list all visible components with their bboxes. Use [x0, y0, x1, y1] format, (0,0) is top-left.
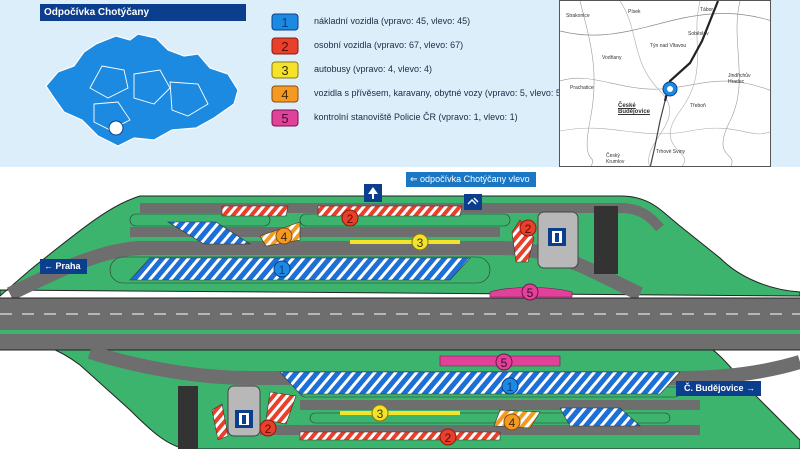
town-trhove: Trhové Sviny	[656, 149, 685, 155]
czech-republic-map	[45, 33, 239, 147]
badge-2-north-b: 2	[519, 219, 537, 237]
bus-parking-south	[340, 411, 460, 415]
legend-badge-5: 5	[271, 109, 299, 127]
legend-text-buses: autobusy (vpravo: 4, vlevo: 4)	[314, 64, 433, 74]
badge-4-south: 4	[503, 413, 521, 431]
car-parking-north-a	[221, 205, 289, 217]
town-sobeslav: Soběslav	[688, 31, 709, 37]
legend-text-cars: osobní vozidla (vpravo: 67, vlevo: 67)	[314, 40, 464, 50]
town-prachatice: Prachatice	[570, 85, 594, 91]
svg-text:4: 4	[281, 87, 288, 102]
legend-text-police: kontrolní stanoviště Policie ČR (vpravo:…	[314, 112, 518, 122]
arrow-left-icon: ←	[44, 261, 56, 271]
regional-roads	[560, 1, 770, 166]
car-parking-south-a	[265, 391, 297, 425]
svg-text:2: 2	[445, 431, 452, 445]
town-pisek: Písek	[628, 9, 641, 15]
sign-budejovice: Č. Budějovice →	[676, 381, 762, 396]
south-access-road	[87, 345, 800, 385]
svg-text:5: 5	[281, 111, 288, 126]
svg-text:5: 5	[501, 356, 508, 370]
car-parking-north-b	[317, 205, 463, 217]
town-vodnany: Vodňany	[602, 55, 622, 61]
sign-praha: ← Praha	[40, 259, 87, 274]
badge-2-south: 2	[259, 419, 277, 437]
town-tyn: Týn nad Vltavou	[650, 43, 687, 49]
town-krumlov: Český Krumlov	[606, 153, 625, 165]
page-title: Odpočívka Chotýčany	[40, 4, 246, 21]
town-trebon: Třeboň	[690, 103, 706, 109]
regional-map-inset: Strakonice Písek Tábor Soběslav Vodňany …	[559, 0, 771, 167]
badge-3-south: 3	[371, 404, 389, 422]
legend-badge-3: 3	[271, 61, 299, 79]
car-parking-south-b	[299, 431, 501, 441]
badge-1-south: 1	[501, 377, 519, 395]
legend-text-trucks: nákladní vozidla (vpravo: 45, vlevo: 45)	[314, 16, 471, 26]
truck-parking-south-b	[559, 407, 641, 427]
arrow-right-icon: →	[743, 383, 756, 393]
truck-parking-north-b	[129, 257, 471, 281]
legend-badge-1: 1	[271, 13, 299, 31]
badge-3-north: 3	[411, 233, 429, 251]
truck-parking-north-a	[166, 221, 252, 245]
badge-5-south: 5	[495, 353, 513, 371]
svg-text:2: 2	[525, 222, 532, 236]
badge-4-north: 4	[275, 227, 293, 245]
svg-text:4: 4	[509, 416, 516, 430]
svg-text:3: 3	[377, 407, 384, 421]
svg-text:5: 5	[527, 286, 534, 300]
bus-parking-north	[350, 240, 460, 244]
legend-badge-4: 4	[271, 85, 299, 103]
badge-2-north: 2	[341, 209, 359, 227]
town-budejovice: České Budějovice	[618, 103, 651, 115]
truck-parking-south-a	[279, 371, 681, 395]
location-marker	[108, 120, 124, 136]
badge-1-north: 1	[273, 260, 291, 278]
svg-text:1: 1	[281, 15, 288, 30]
svg-text:2: 2	[265, 422, 272, 436]
sign-left-rest-area: ⇐ odpočívka Chotýčany vlevo	[406, 172, 536, 187]
restroom-icon	[464, 194, 482, 210]
town-strakonice: Strakonice	[566, 13, 590, 19]
highway-northbound	[0, 298, 800, 332]
arrow-left-icon: ⇐	[410, 174, 421, 184]
legend-badge-2: 2	[271, 37, 299, 55]
highway-median	[0, 330, 800, 334]
highway-southbound	[0, 334, 800, 350]
svg-text:1: 1	[279, 263, 286, 277]
badge-5-north: 5	[521, 283, 539, 301]
svg-text:2: 2	[281, 39, 288, 54]
car-parking-south-c	[211, 403, 229, 441]
svg-text:3: 3	[281, 63, 288, 78]
town-jindrichuv: Jindřichův Hradec	[728, 73, 751, 85]
town-tabor: Tábor	[700, 7, 714, 13]
badge-2-south-b: 2	[439, 428, 457, 446]
legend-text-caravans: vozidla s přívěsem, karavany, obytné voz…	[314, 88, 564, 98]
svg-text:4: 4	[281, 230, 288, 244]
car-parking-north-c	[511, 219, 535, 263]
svg-text:2: 2	[347, 212, 354, 226]
svg-text:3: 3	[417, 236, 424, 250]
svg-text:1: 1	[507, 380, 514, 394]
